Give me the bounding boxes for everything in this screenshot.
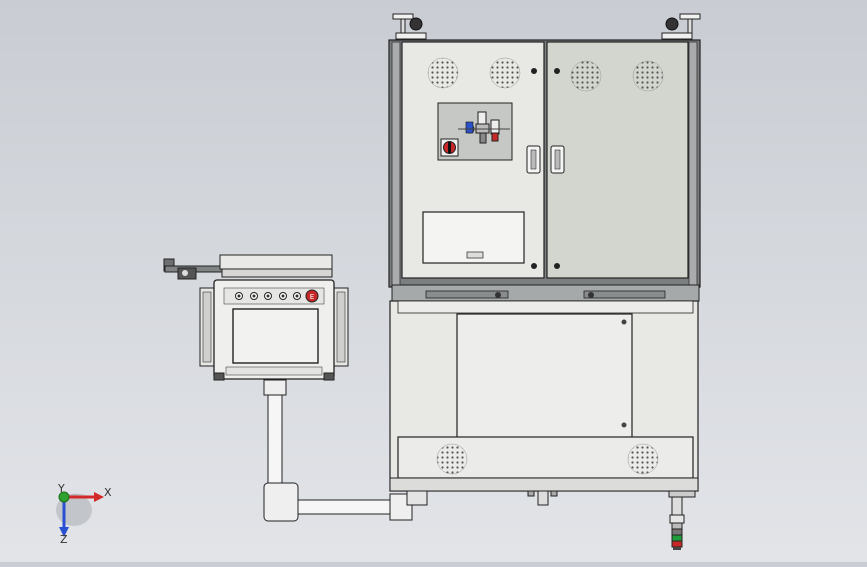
door-lock[interactable] — [531, 263, 537, 269]
estop-label: E — [310, 293, 314, 301]
bottom-fittings — [527, 490, 696, 506]
door-lock[interactable] — [554, 68, 560, 74]
operator-control-panel[interactable]: E — [163, 254, 349, 381]
right-door[interactable] — [546, 41, 689, 279]
door-handle-right[interactable] — [550, 145, 565, 174]
y-axis-origin — [58, 491, 70, 503]
z-axis-label: Z — [60, 533, 68, 546]
inspection-window — [422, 211, 525, 264]
electrical-cabinet[interactable] — [388, 13, 701, 550]
door-lock[interactable] — [531, 68, 537, 74]
vent-grille — [627, 443, 659, 475]
hmi-touch-screen[interactable] — [232, 308, 319, 364]
pneumatic-control-panel — [437, 102, 513, 161]
leveling-foot-left — [392, 13, 427, 40]
emergency-stop-button[interactable]: E — [305, 289, 319, 303]
vent-grille — [632, 60, 664, 92]
support-arm-pipe — [263, 379, 428, 522]
door-lock[interactable] — [554, 263, 560, 269]
leveling-foot-right — [661, 13, 701, 40]
vent-grille — [427, 57, 459, 89]
vent-grille — [570, 60, 602, 92]
keyboard-tray — [219, 254, 333, 270]
coordinate-triad: X Y Z — [56, 482, 112, 546]
vent-grille — [436, 443, 468, 475]
x-axis-label: X — [104, 486, 112, 499]
vent-grille — [489, 57, 521, 89]
door-handle-left[interactable] — [526, 145, 541, 174]
lower-access-door[interactable] — [456, 313, 633, 439]
main-power-switch[interactable] — [440, 138, 459, 157]
y-axis-label: Y — [57, 482, 65, 495]
signal-tower-light — [669, 496, 685, 550]
